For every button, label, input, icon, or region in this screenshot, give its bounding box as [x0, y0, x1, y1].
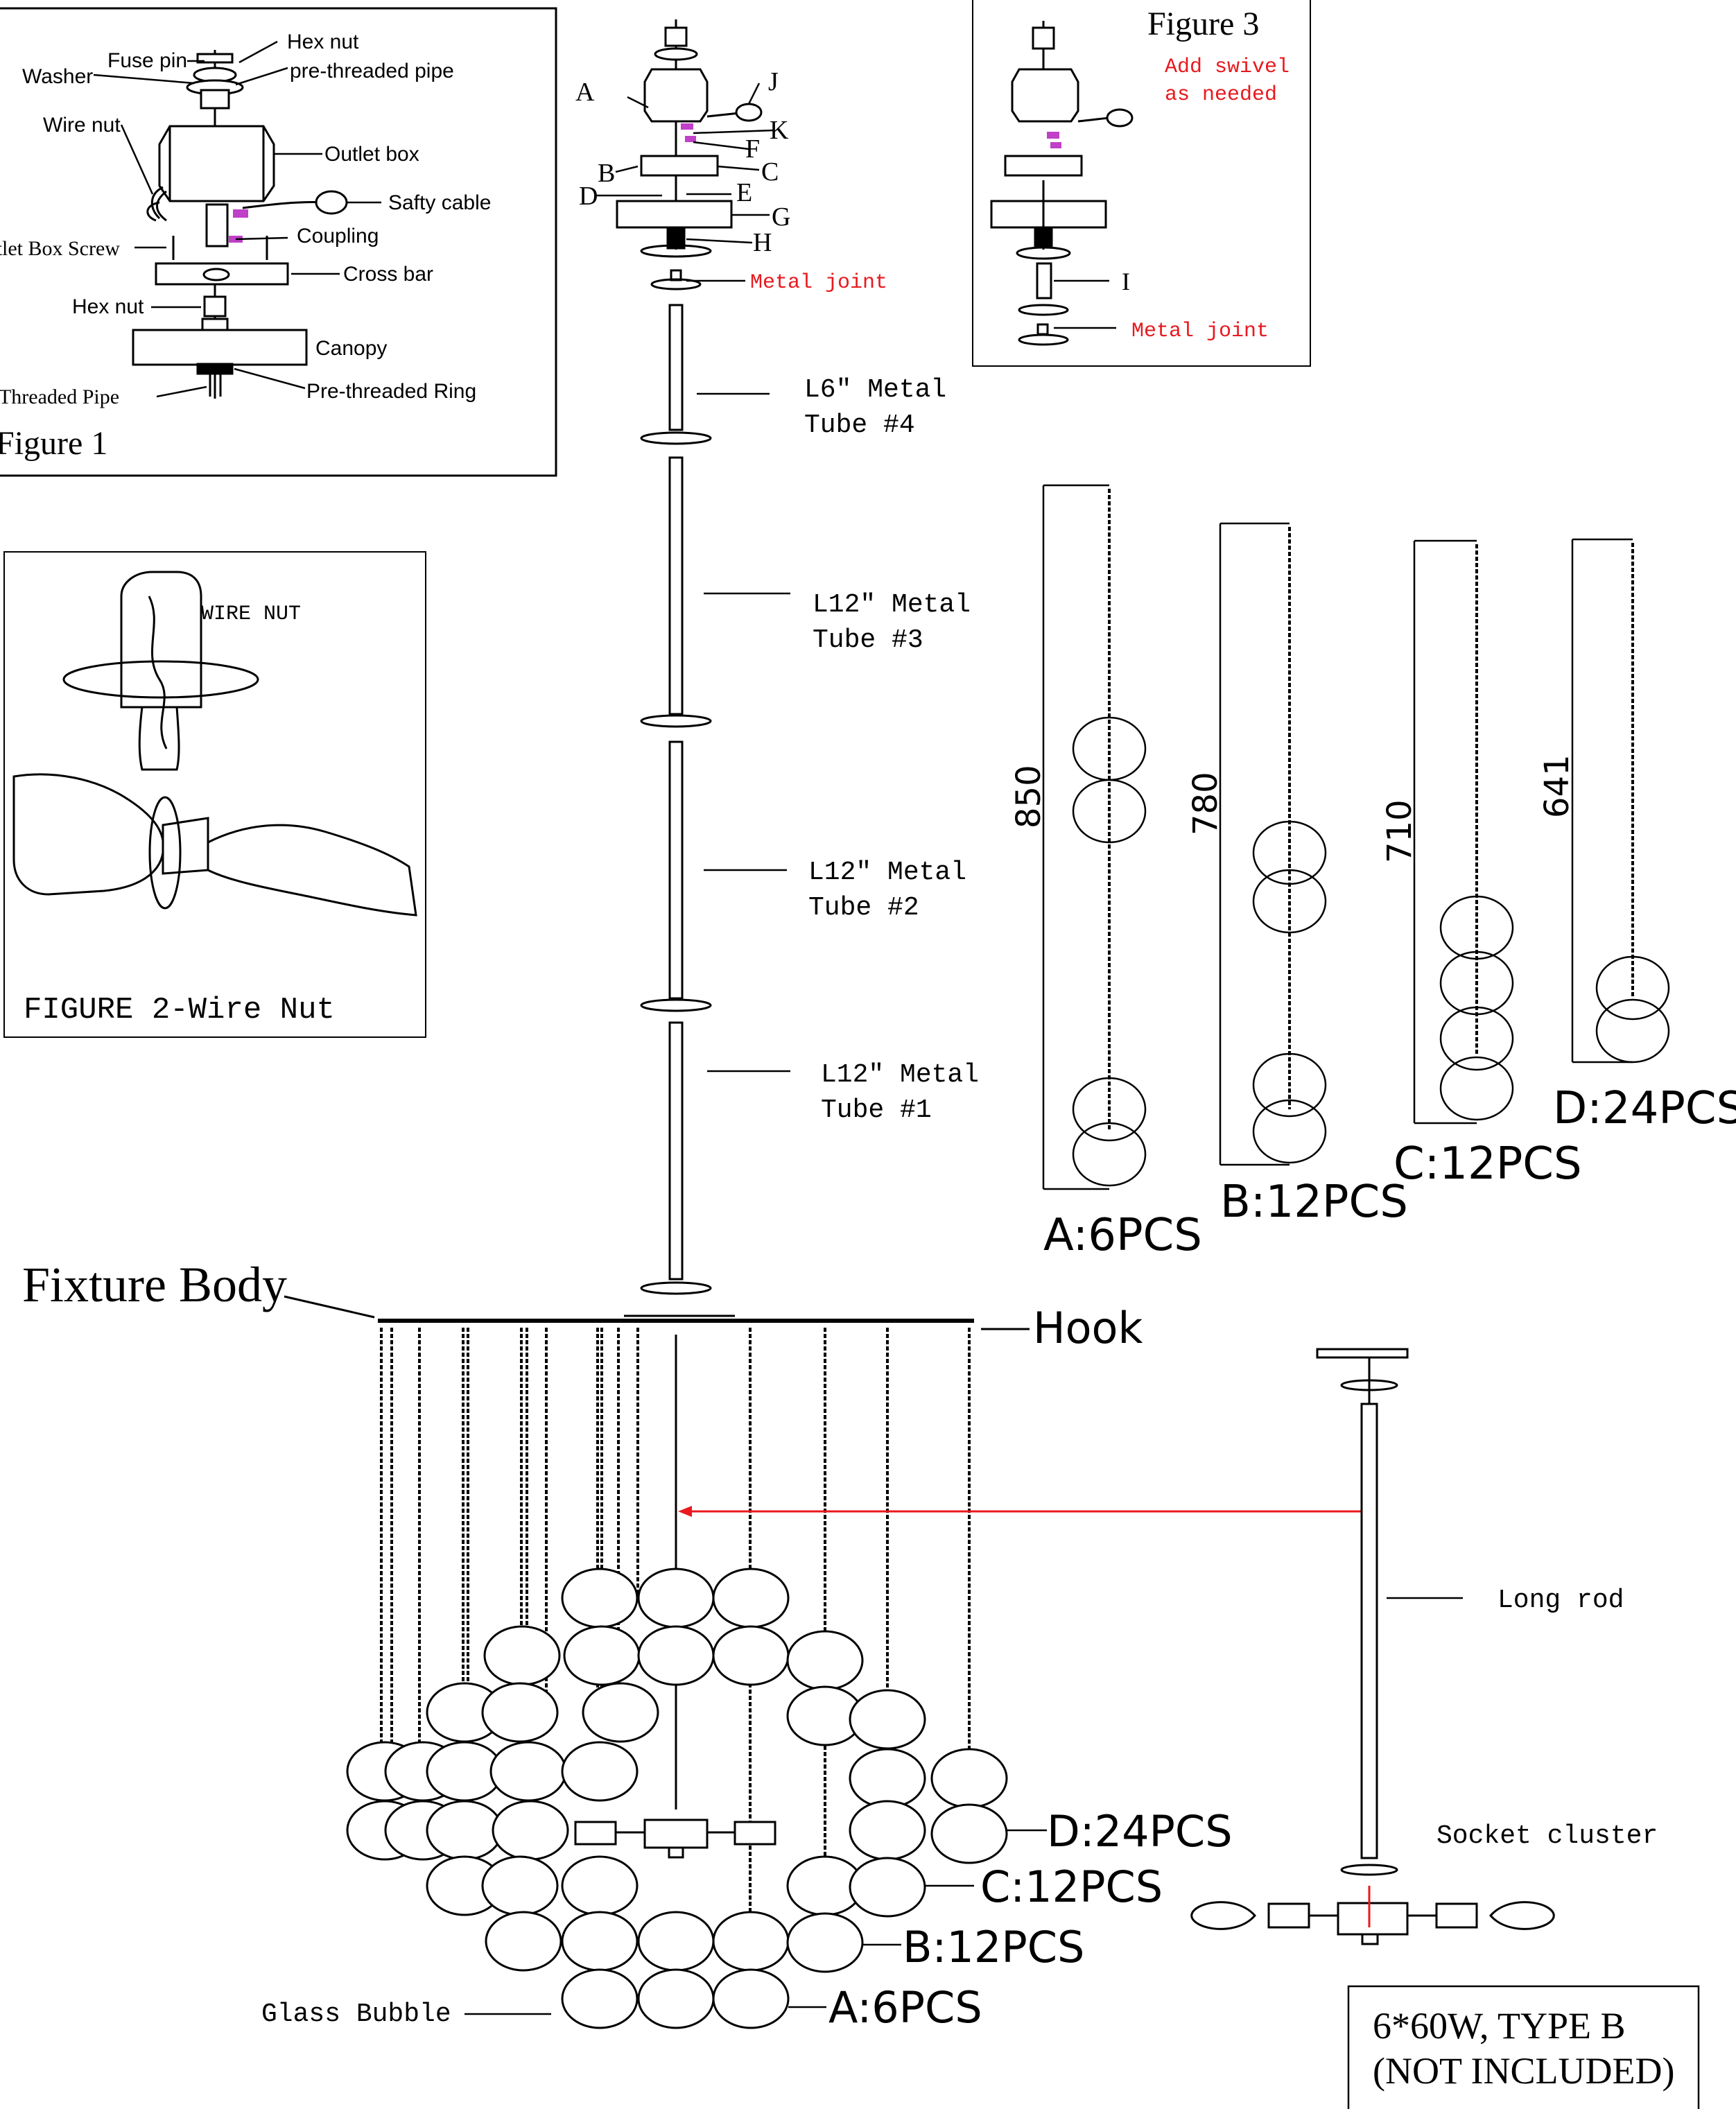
callout-c: C:12PCS	[980, 1861, 1163, 1912]
hex-nut-top-label: Hex nut	[287, 31, 359, 53]
tube-4-size: L6″ Metal	[804, 375, 946, 405]
metal-joint-label: Metal joint	[750, 271, 887, 295]
wire-nut-icon	[120, 571, 202, 709]
strand-c-label: C:12PCS	[1394, 1138, 1582, 1190]
callout-b: B:12PCS	[903, 1922, 1084, 1972]
tube-2-name: Tube #2	[808, 893, 919, 923]
figure-2-panel: WIRE NUT FIGURE 2-Wire Nut	[3, 551, 426, 1038]
strand-details: 850 780 710 641 A:6PCS B:12PCS C:12PCS D…	[1009, 484, 1736, 1261]
strand-b-label: B:12PCS	[1220, 1177, 1408, 1228]
wire-nut-label: Wire nut	[43, 114, 121, 137]
pre-threaded-pipe-label: pre-threaded pipe	[290, 60, 454, 83]
pre-threaded-ring-label: Pre-threaded Ring	[306, 380, 476, 403]
figure-1-title: Figure 1	[0, 425, 107, 462]
socket-cluster-label: Socket cluster	[1436, 1821, 1658, 1851]
bulb-note-line2: (NOT INCLUDED)	[1373, 2050, 1674, 2092]
letter-k: K	[770, 116, 789, 145]
letter-g: G	[772, 202, 790, 232]
pre-threaded-pipe-bottom-label: Pre-Threaded Pipe	[0, 385, 119, 408]
figure-3-panel: Figure 3 Add swivel as needed I Metal jo…	[972, 0, 1311, 367]
outlet-box-label: Outlet box	[324, 143, 419, 166]
strand-d-label: D:24PCS	[1553, 1083, 1736, 1134]
bulb-note: 6*60W, TYPE B (NOT INCLUDED)	[1347, 1985, 1700, 2109]
letter-b: B	[598, 159, 615, 188]
outlet-box-screw-label: Outlet Box Screw	[0, 237, 120, 260]
letter-h: H	[753, 228, 772, 257]
long-rod-label: Long rod	[1498, 1586, 1624, 1615]
letter-d: D	[579, 182, 598, 211]
hex-nut-label: Hex nut	[72, 295, 144, 318]
figure-1-panel: Fuse pin Hex nut Washer pre-threaded pip…	[0, 7, 557, 477]
strand-a-label: A:6PCS	[1043, 1210, 1202, 1261]
bulb-note-line1: 6*60W, TYPE B	[1373, 2005, 1626, 2047]
figure-3-note-line2: as needed	[1165, 83, 1277, 107]
callout-a: A:6PCS	[828, 1982, 982, 2033]
bulb-right-icon	[1489, 1901, 1555, 1930]
strand-c-length: 710	[1380, 799, 1419, 863]
washer-label: Washer	[22, 65, 93, 88]
safty-cable-label: Safty cable	[388, 191, 491, 214]
tube-3-name: Tube #3	[813, 625, 923, 655]
figure-3-metal-joint: Metal joint	[1131, 320, 1269, 343]
fuse-pin-label: Fuse pin	[107, 49, 187, 72]
strand-d-length: 641	[1538, 754, 1577, 818]
tube-4-name: Tube #4	[804, 410, 915, 440]
bulb-left-icon	[1190, 1901, 1256, 1930]
letter-a: A	[575, 78, 595, 107]
letter-e: E	[736, 178, 752, 207]
coupling-label: Coupling	[297, 225, 379, 248]
strand-a-length: 850	[1009, 765, 1048, 828]
fixture-body-label: Fixture Body	[22, 1257, 287, 1312]
letter-j: J	[768, 67, 779, 96]
central-assembly: A J K F B C E D G H Metal joint L6″ Meta…	[575, 19, 979, 1295]
letter-c: C	[761, 157, 779, 186]
figure-3-letter-i: I	[1122, 268, 1130, 295]
tube-1-name: Tube #1	[821, 1095, 932, 1125]
wire-nut-caption: WIRE NUT	[201, 602, 301, 626]
figure-2-title: FIGURE 2-Wire Nut	[24, 993, 335, 1027]
strand-b-length: 780	[1186, 772, 1225, 835]
tube-1-size: L12″ Metal	[821, 1060, 979, 1090]
figure-3-note-line1: Add swivel	[1165, 55, 1290, 79]
cross-bar-label: Cross bar	[343, 263, 433, 286]
canopy-label: Canopy	[315, 337, 387, 360]
callout-d: D:24PCS	[1047, 1806, 1233, 1857]
rod-detail: Long rod Socket cluster	[1190, 1348, 1658, 1945]
letter-f: F	[745, 134, 760, 164]
tube-2-size: L12″ Metal	[808, 858, 966, 887]
tube-3-size: L12″ Metal	[813, 590, 971, 620]
fixture-body: Fixture Body Hook Glass Bubble D:24PCS C…	[22, 1257, 1362, 2033]
hook-label: Hook	[1033, 1303, 1143, 1353]
figure-3-title: Figure 3	[1147, 6, 1259, 42]
glass-bubble-label: Glass Bubble	[261, 1999, 451, 2029]
